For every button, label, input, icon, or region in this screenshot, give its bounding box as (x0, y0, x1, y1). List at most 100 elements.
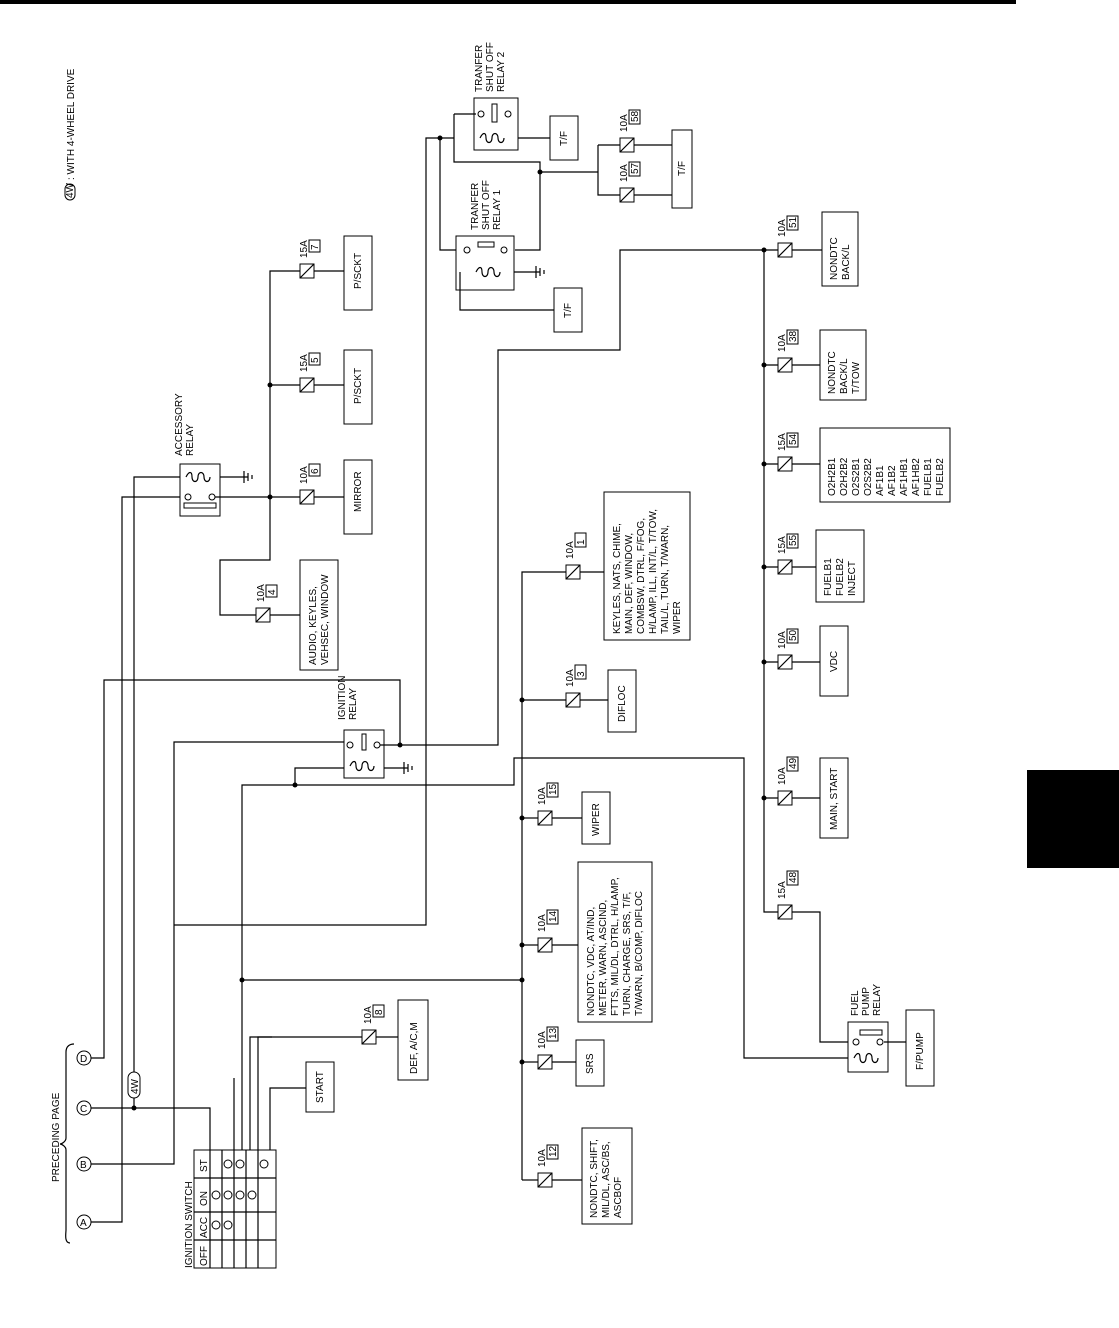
svg-text:NONDTC: NONDTC (827, 351, 838, 394)
legend: 4W : WITH 4-WHEEL DRIVE (64, 68, 77, 201)
svg-text:T/F: T/F (563, 303, 574, 318)
load-fuse-1: KEYLES, NATS, CHIME, MAIN, DEF, WINDOW, … (603, 491, 691, 641)
svg-text:BACK/L: BACK/L (841, 244, 852, 280)
connector-c[interactable]: C (76, 1100, 92, 1116)
svg-text:1: 1 (576, 539, 587, 545)
svg-text:METER, WARN, ASCIND,: METER, WARN, ASCIND, (598, 900, 609, 1016)
fuse-57: 10A 57 (619, 161, 641, 203)
svg-text:55: 55 (788, 534, 799, 546)
svg-text:MIL/DL, ASC/BS,: MIL/DL, ASC/BS, (601, 1141, 612, 1218)
svg-text:48: 48 (788, 871, 799, 883)
svg-text:RELAY: RELAY (185, 424, 196, 456)
fuse-3: 10A 3 (565, 664, 587, 708)
svg-text:15: 15 (548, 783, 559, 795)
4w-badge: 4W (127, 1071, 141, 1099)
svg-text:B: B (80, 1160, 87, 1171)
svg-text:O2H2B1: O2H2B1 (827, 457, 838, 496)
svg-text:8: 8 (374, 1009, 385, 1015)
svg-text:AUDIO, KEYLES,: AUDIO, KEYLES, (308, 586, 319, 665)
svg-text:15A: 15A (299, 354, 310, 372)
wire-sw-start (269, 1087, 308, 1150)
fuse-8: 10A 8 (361, 1004, 385, 1045)
fuse-4: 10A 4 (255, 584, 278, 623)
svg-text:O2S2B2: O2S2B2 (863, 458, 874, 496)
load-vdc: VDC (819, 625, 849, 697)
svg-text:T/WARN, B/COMP, DIFLOC: T/WARN, B/COMP, DIFLOC (634, 891, 645, 1016)
wire-c2 (134, 1107, 211, 1150)
svg-text:57: 57 (630, 162, 641, 174)
svg-text:FUEL: FUEL (850, 990, 861, 1016)
svg-text:10A: 10A (299, 466, 310, 484)
svg-text:DIFLOC: DIFLOC (617, 685, 628, 722)
svg-text:AF1HB2: AF1HB2 (911, 458, 922, 496)
load-fuse-14: NONDTC, VDC, AT/IND, METER, WARN, ASCIND… (577, 861, 653, 1023)
svg-text:FUELB1: FUELB1 (923, 458, 934, 496)
svg-text:TURN, CHARGE, SRS, T/F,: TURN, CHARGE, SRS, T/F, (622, 892, 633, 1016)
wire-ign-bus (521, 571, 566, 1180)
svg-text:H/LAMP, ILL, INT/L, T/TOW,: H/LAMP, ILL, INT/L, T/TOW, (648, 509, 659, 634)
svg-text:BACK/L: BACK/L (839, 358, 850, 394)
fuse-50: 10A 50 (777, 628, 799, 670)
ground-ign (384, 762, 413, 774)
load-tf-2: T/F (549, 115, 579, 161)
svg-text:PUMP: PUMP (861, 987, 872, 1016)
svg-text:FTTS, MIL/DL, DTRL, H/LAMP,: FTTS, MIL/DL, DTRL, H/LAMP, (610, 877, 621, 1016)
svg-text:10A: 10A (777, 767, 788, 785)
svg-text:IGNITION SWITCH: IGNITION SWITCH (184, 1181, 195, 1268)
svg-text:ACC: ACC (199, 1217, 210, 1238)
legend-badge: 4W (65, 182, 76, 198)
fuse-51: 10A 51 (777, 215, 799, 258)
load-def-ac: DEF, A/C,M (397, 999, 429, 1081)
accessory-relay: ACCESSORY RELAY (174, 393, 221, 517)
transfer-relay-1: TRANFER SHUT OFF RELAY 1 (455, 180, 515, 291)
wire-sw-acc (257, 1036, 272, 1150)
svg-text:WIPER: WIPER (672, 601, 683, 634)
svg-text:10A: 10A (537, 1149, 548, 1167)
connector-a[interactable]: A (76, 1214, 92, 1230)
wire-transfer-link (453, 114, 541, 251)
legend-badge-shape (64, 183, 76, 201)
wire-c (91, 476, 182, 1109)
svg-text:C: C (80, 1104, 87, 1115)
connector-b[interactable]: B (76, 1156, 92, 1172)
svg-text:10A: 10A (777, 631, 788, 649)
svg-text:12: 12 (548, 1145, 559, 1157)
svg-text:MIRROR: MIRROR (353, 471, 364, 512)
svg-text:RELAY 1: RELAY 1 (492, 189, 503, 230)
svg-text:FUELB2: FUELB2 (835, 558, 846, 596)
svg-text:15A: 15A (777, 881, 788, 899)
svg-text:AF1B1: AF1B1 (875, 465, 886, 496)
preceding-page-label: PRECEDING PAGE (51, 1092, 62, 1182)
svg-text:10A: 10A (256, 584, 267, 602)
svg-text:RELAY: RELAY (348, 688, 359, 720)
connector-d[interactable]: D (76, 1050, 92, 1066)
svg-text:T/F: T/F (559, 131, 570, 146)
ignition-switch: IGNITION SWITCH OFF ACC ON ST (184, 1149, 277, 1269)
fuse-7: 15A 7 (299, 239, 321, 279)
svg-text:O2H2B2: O2H2B2 (839, 457, 850, 496)
svg-text:IGNITION: IGNITION (337, 676, 348, 720)
fuse-14: 10A 14 (537, 909, 559, 953)
load-fuse-12: NONDTC, SHIFT, MIL/DL, ASC/BS, ASCBOF (581, 1127, 633, 1225)
svg-text:ACCESSORY: ACCESSORY (174, 393, 185, 456)
fuse-54: 15A 54 (777, 432, 799, 472)
transfer-relay-2: TRANFER SHUT OFF RELAY 2 (473, 42, 519, 151)
svg-text:10A: 10A (619, 114, 630, 132)
svg-text:15A: 15A (777, 433, 788, 451)
load-fuse-55: FUELB1 FUELB2 INJECT (815, 529, 865, 603)
svg-text:F/PUMP: F/PUMP (915, 1032, 926, 1070)
svg-text:DEF, A/C,M: DEF, A/C,M (409, 1022, 420, 1074)
load-psckt-5: P/SCKT (343, 349, 373, 425)
load-fuse-38: NONDTC BACK/L T/TOW (819, 329, 867, 401)
svg-text:TRANFER: TRANFER (474, 45, 485, 92)
svg-text:RELAY: RELAY (872, 984, 883, 1016)
wire-acc-bus (219, 497, 271, 616)
svg-text:AF1HB1: AF1HB1 (899, 458, 910, 496)
fuel-pump-relay: FUEL PUMP RELAY (847, 984, 889, 1073)
fuse-48: 15A 48 (777, 870, 799, 920)
svg-text:15A: 15A (299, 240, 310, 258)
svg-text:13: 13 (548, 1027, 559, 1039)
svg-text:58: 58 (630, 110, 641, 122)
load-fpump: F/PUMP (905, 1009, 935, 1087)
svg-text:FUELB2: FUELB2 (935, 458, 946, 496)
